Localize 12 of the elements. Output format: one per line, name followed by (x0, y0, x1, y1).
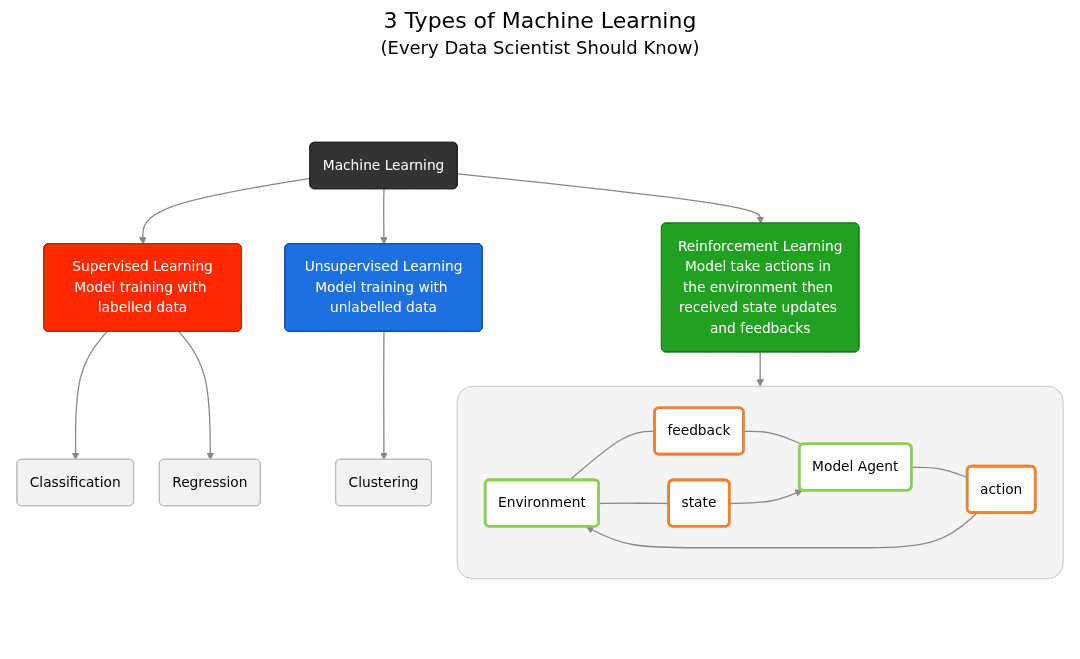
arrow (380, 188, 388, 245)
arrow (380, 331, 388, 461)
arrow (585, 512, 978, 549)
diagram-subtitle: (Every Data Scientist Should Know) (380, 37, 700, 58)
arrow (71, 331, 108, 461)
arrow (178, 331, 214, 461)
arrow (729, 489, 803, 505)
arrow (756, 351, 764, 387)
arrow (457, 173, 765, 224)
diagram-title: 3 Types of Machine Learning (383, 8, 697, 33)
cluster (456, 385, 1064, 580)
arrow (139, 177, 311, 245)
